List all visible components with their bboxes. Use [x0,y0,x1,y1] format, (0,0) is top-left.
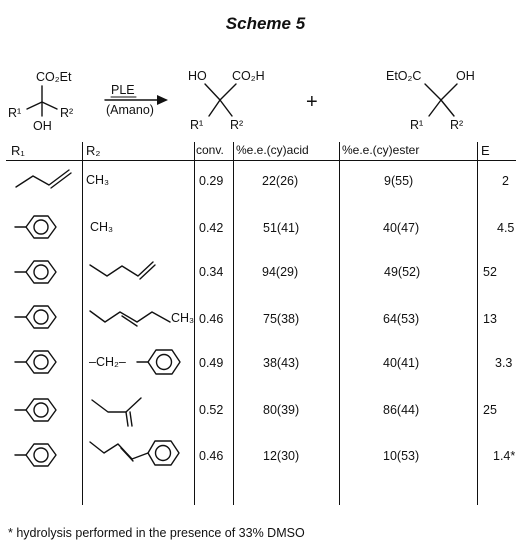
header-ester: %e.e.(cy)ester [342,143,420,157]
column-divider-ester [339,142,340,505]
r1-phenyl-icon [14,215,57,239]
ester-ee-cell: 9(55) [384,174,414,188]
r2-pentenyl-icon [89,310,171,327]
ester-ee-cell: 40(47) [383,221,420,235]
e-value-cell: 2 [502,174,509,188]
r1-phenyl-icon [14,398,57,422]
acid-ee-cell: 80(39) [263,403,300,417]
acid-ee-cell: 75(38) [263,312,300,326]
r2-text: CH₃ [171,311,195,325]
e-value-cell: 52 [483,265,497,279]
r1-phenyl-icon [14,305,57,329]
header-r2: R₂ [86,143,101,158]
acid-r2-label: R² [230,118,243,132]
column-divider-e [477,142,478,505]
header-acid: %e.e.(cy)acid [236,143,309,157]
conv-cell: 0.46 [199,449,224,463]
ester-ee-cell: 49(52) [384,265,421,279]
r2-text: CH₃ [90,220,114,234]
substrate-structure: CO₂Et R¹ R² OH [8,70,73,133]
conv-cell: 0.42 [199,221,224,235]
conv-cell: 0.29 [199,174,224,188]
substrate-ester-label: CO₂Et [36,70,72,84]
e-value-cell: 13 [483,312,497,326]
header-conv: conv. [196,143,224,157]
acid-ee-cell: 38(43) [263,356,300,370]
substrate-oh-label: OH [33,119,52,133]
r2-methallyl-icon [91,397,142,427]
r2-text: –CH₂– [89,355,126,369]
substrate-r1-label: R¹ [8,106,21,120]
ester-r2-label: R² [450,118,463,132]
acid-r1-label: R¹ [190,118,203,132]
acid-ee-cell: 12(30) [263,449,300,463]
conv-cell: 0.46 [199,312,224,326]
column-divider-conv [194,142,195,505]
e-value-cell: 25 [483,403,497,417]
table-header-rule [6,160,516,161]
r2-cinnamyl-icon [89,440,180,466]
ester-r1-label: R¹ [410,118,423,132]
acid-product-structure: HO CO₂H R¹ R² [188,69,265,132]
footnote: * hydrolysis performed in the presence o… [8,526,305,540]
substrate-r2-label: R² [60,106,73,120]
acid-co2h-label: CO₂H [232,69,265,83]
ester-etco2c-label: EtO₂C [386,69,421,83]
header-r1: R₁ [11,143,25,158]
conv-cell: 0.49 [199,356,224,370]
r2-benzyl-icon [136,349,181,375]
r2-butenyl-icon [89,261,156,280]
ester-ee-cell: 40(41) [383,356,420,370]
acid-ho-label: HO [188,69,207,83]
e-value-cell: 1.4* [493,449,516,463]
r1-phenyl-icon [14,260,57,284]
r1-allyl-icon [15,169,72,189]
ester-product-structure: EtO₂C OH R¹ R² [386,69,475,132]
r2-text: CH₃ [86,173,110,187]
acid-ee-cell: 51(41) [263,221,300,235]
r1-phenyl-icon [14,350,57,374]
conv-cell: 0.52 [199,403,224,417]
acid-ee-cell: 94(29) [262,265,299,279]
acid-ee-cell: 22(26) [262,174,299,188]
e-value-cell: 3.3 [495,356,513,370]
r1-phenyl-icon [14,443,57,467]
column-divider-acid [233,142,234,505]
ester-oh-label: OH [456,69,475,83]
scheme-title: Scheme 5 [225,14,306,33]
header-e: E [481,143,490,158]
reagent-label: PLE [111,83,135,97]
ester-ee-cell: 64(53) [383,312,420,326]
reaction-scheme: CO₂Et R¹ R² OH PLE (Amano) HO CO₂H R¹ R²… [8,69,475,133]
ester-ee-cell: 86(44) [383,403,420,417]
reagent-supplier-label: (Amano) [106,103,154,117]
reaction-arrow: PLE (Amano) [104,83,168,117]
column-divider-r2 [82,142,83,505]
plus-sign: + [306,91,318,113]
ester-ee-cell: 10(53) [383,449,420,463]
conv-cell: 0.34 [199,265,224,279]
e-value-cell: 4.5 [497,221,515,235]
